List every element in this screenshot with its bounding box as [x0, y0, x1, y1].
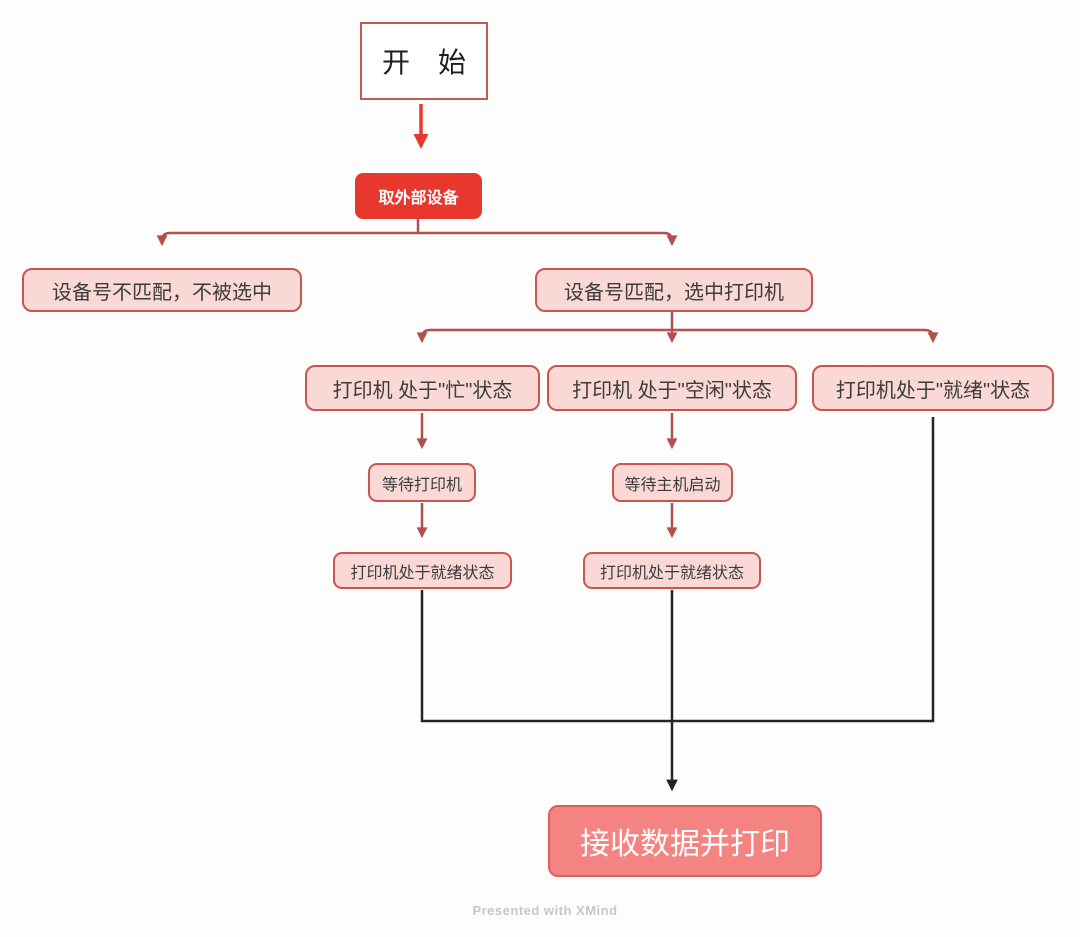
node-printer-busy[interactable]: 打印机 处于"忙"状态: [305, 365, 540, 411]
xmind-watermark: Presented with XMind: [472, 903, 618, 918]
edge-match-to-busy: [416, 328, 672, 344]
edge-fetch-to-match: [418, 231, 678, 247]
node-printer-ready-1[interactable]: 打印机处于就绪状态: [333, 552, 512, 589]
node-wait-host-start[interactable]: 等待主机启动: [612, 463, 733, 502]
edge-fetch-to-nomatch: [156, 231, 418, 247]
node-device-match[interactable]: 设备号匹配，选中打印机: [535, 268, 813, 312]
node-printer-ready-2[interactable]: 打印机处于就绪状态: [583, 552, 761, 589]
node-printer-ready-state[interactable]: 打印机处于"就绪"状态: [812, 365, 1054, 411]
node-start[interactable]: 开 始: [360, 22, 488, 100]
node-printer-idle[interactable]: 打印机 处于"空闲"状态: [547, 365, 797, 411]
edge-converge-rail: [420, 417, 935, 723]
node-device-no-match[interactable]: 设备号不匹配，不被选中: [22, 268, 302, 312]
edge-match-to-ready: [672, 328, 939, 344]
node-fetch-device[interactable]: 取外部设备: [355, 173, 482, 219]
node-receive-and-print[interactable]: 接收数据并打印: [548, 805, 822, 877]
node-wait-printer[interactable]: 等待打印机: [368, 463, 476, 502]
